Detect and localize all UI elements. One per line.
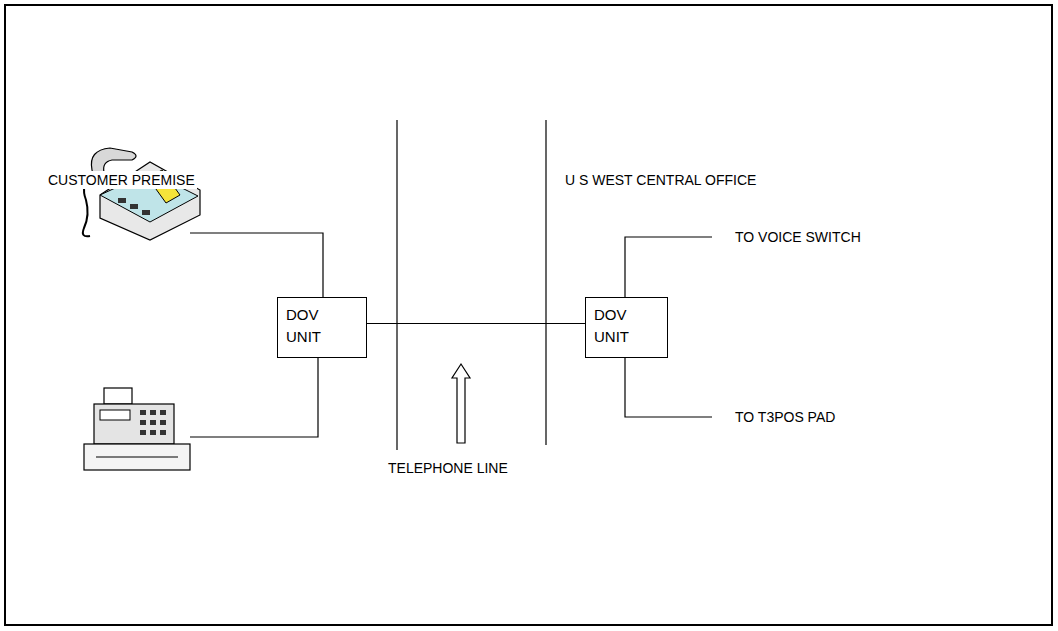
caption-label: TO T3POS PAD [733,408,837,426]
dov-unit-box: DOV UNIT [585,297,668,358]
telephone-line [367,323,585,324]
frame-border [5,5,1052,625]
caption-label: TO VOICE SWITCH [733,228,863,246]
box-label: DOV UNIT [594,304,629,348]
caption-label: CUSTOMER PREMISE [46,171,197,189]
wire [190,233,323,297]
dov-unit-box: DOV UNIT [277,297,367,358]
caption-label: U S WEST CENTRAL OFFICE [563,171,758,189]
telephone-icon [83,148,200,240]
cash-register-icon [84,388,190,470]
boundary-line [396,120,397,450]
boundary-line [545,120,546,445]
wire [625,358,712,417]
caption-label: TELEPHONE LINE [386,459,510,477]
wire [190,358,318,437]
pointer-arrow [452,364,470,443]
wire [625,237,712,297]
box-label: DOV UNIT [286,304,321,348]
